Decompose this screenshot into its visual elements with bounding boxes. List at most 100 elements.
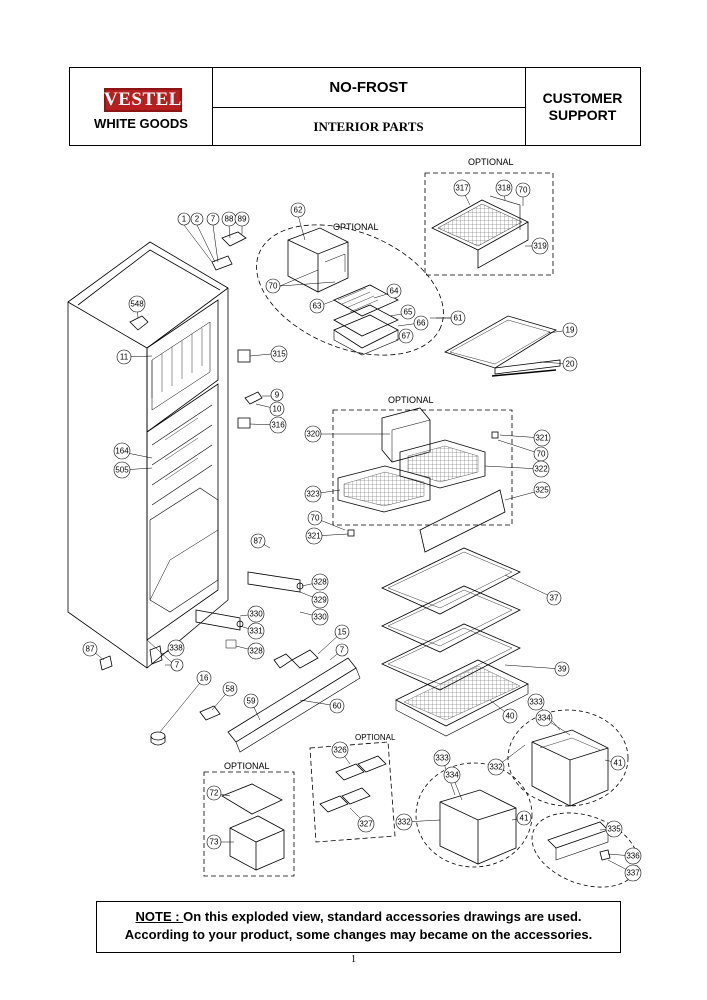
callout-label: 333	[529, 698, 543, 707]
callout-circle	[562, 356, 578, 372]
department-line-2: SUPPORT	[548, 106, 617, 123]
callout-circle	[247, 605, 265, 623]
callout-circle	[533, 481, 551, 499]
optional-label-top-right: OPTIONAL	[468, 157, 514, 167]
callout-label: 7	[211, 215, 216, 224]
callout-circle	[128, 295, 146, 313]
callout-circle	[450, 310, 466, 326]
callout-label: 318	[497, 184, 511, 193]
callout-label: 11	[120, 353, 129, 362]
callout-label: 321	[535, 434, 549, 443]
callout-label: 88	[225, 215, 234, 224]
callout-label: 63	[313, 302, 322, 311]
callout-circle	[413, 315, 429, 331]
chiller-assembly	[337, 407, 506, 553]
callout-circle	[82, 641, 98, 657]
callout-circle	[170, 658, 184, 672]
callout-circle	[265, 278, 281, 294]
callout-label: 59	[247, 697, 256, 706]
note-box: NOTE : On this exploded view, standard a…	[96, 901, 621, 953]
callout-label: 548	[130, 300, 144, 309]
optional-box-egg	[309, 741, 396, 843]
callout-label: 87	[86, 645, 95, 654]
callout-circle	[311, 608, 329, 626]
callout-label: 70	[269, 282, 278, 291]
callout-label: 164	[115, 447, 129, 456]
exploded-view-diagram: 1 2 7 88 89 62 70 63 64 65 66 67 61 317 …	[67, 157, 642, 888]
callout-label: 61	[454, 314, 463, 323]
callout-circle	[270, 388, 284, 402]
part-1-2-7	[211, 255, 233, 271]
document-subtitle: INTERIOR PARTS	[313, 119, 424, 134]
callout-circle	[167, 639, 185, 657]
callout-label: 323	[306, 490, 320, 499]
glass-shelf-lower	[381, 623, 521, 691]
callout-bubbles: 1 2 7 88 89 62 70 63 64 65 66 67 61 317 …	[82, 179, 642, 882]
callout-circle	[527, 693, 545, 711]
callout-circle	[357, 815, 375, 833]
callout-circle	[331, 741, 349, 759]
callout-circle	[532, 460, 550, 478]
callout-circle	[270, 345, 288, 363]
callout-label: 330	[249, 610, 263, 619]
callout-label: 7	[175, 661, 180, 670]
callout-circle	[190, 212, 204, 226]
leader-lines	[89, 188, 634, 874]
callout-circle	[206, 785, 222, 801]
callout-circle	[269, 401, 285, 417]
callout-circle	[234, 211, 250, 227]
callout-label: 20	[566, 360, 575, 369]
callout-label: 62	[294, 206, 303, 215]
callout-circle	[386, 283, 402, 299]
callout-label: 9	[275, 391, 280, 400]
bottle-rack	[547, 821, 611, 861]
header-table: VESTEL WHITE GOODS NO-FROST INTERIOR PAR…	[69, 67, 641, 146]
callout-label: 337	[626, 869, 640, 878]
optional-oval-crisper-a	[507, 709, 629, 807]
callout-label: 317	[455, 184, 469, 193]
callout-circle	[515, 182, 531, 198]
callout-label: 329	[313, 596, 327, 605]
glass-shelf-middle	[381, 585, 521, 653]
callout-circle	[243, 693, 259, 709]
part-9	[244, 391, 263, 405]
document-title: NO-FROST	[212, 68, 525, 108]
optional-label-icemaker: OPTIONAL	[333, 222, 379, 232]
callout-label: 64	[390, 287, 399, 296]
callout-circle	[307, 510, 323, 526]
callout-label: 328	[249, 647, 263, 656]
callout-circle	[487, 758, 505, 776]
callout-circle	[433, 749, 451, 767]
optional-label-egg: OPTIONAL	[355, 733, 396, 742]
callout-label: 67	[402, 332, 411, 341]
callout-label: 87	[254, 537, 263, 546]
bottom-trim-assembly	[99, 645, 361, 753]
callout-label: 327	[359, 820, 373, 829]
callout-label: 40	[506, 712, 515, 721]
callout-circle	[311, 573, 329, 591]
callout-label: 325	[535, 486, 549, 495]
callout-label: 334	[445, 771, 459, 780]
callout-label: 1	[182, 215, 187, 224]
callout-circle	[206, 212, 220, 226]
callout-circle	[113, 461, 131, 479]
part-315	[237, 349, 251, 363]
callout-label: 322	[534, 465, 548, 474]
callout-circle	[562, 322, 578, 338]
callout-label: 70	[519, 186, 528, 195]
callout-label: 338	[169, 644, 183, 653]
callout-circle	[309, 298, 325, 314]
callout-label: 19	[566, 326, 575, 335]
optional-top-shelf	[431, 195, 529, 269]
callout-circle	[502, 708, 518, 724]
callout-label: 70	[311, 514, 320, 523]
callout-label: 2	[195, 215, 200, 224]
callout-label: 330	[313, 613, 327, 622]
callout-circle	[247, 642, 265, 660]
callout-label: 333	[435, 754, 449, 763]
crisper-drawer-left	[439, 789, 517, 865]
callout-circle	[304, 485, 322, 503]
callout-label: 334	[537, 714, 551, 723]
callout-label: 58	[226, 685, 235, 694]
callout-label: 16	[200, 674, 209, 683]
